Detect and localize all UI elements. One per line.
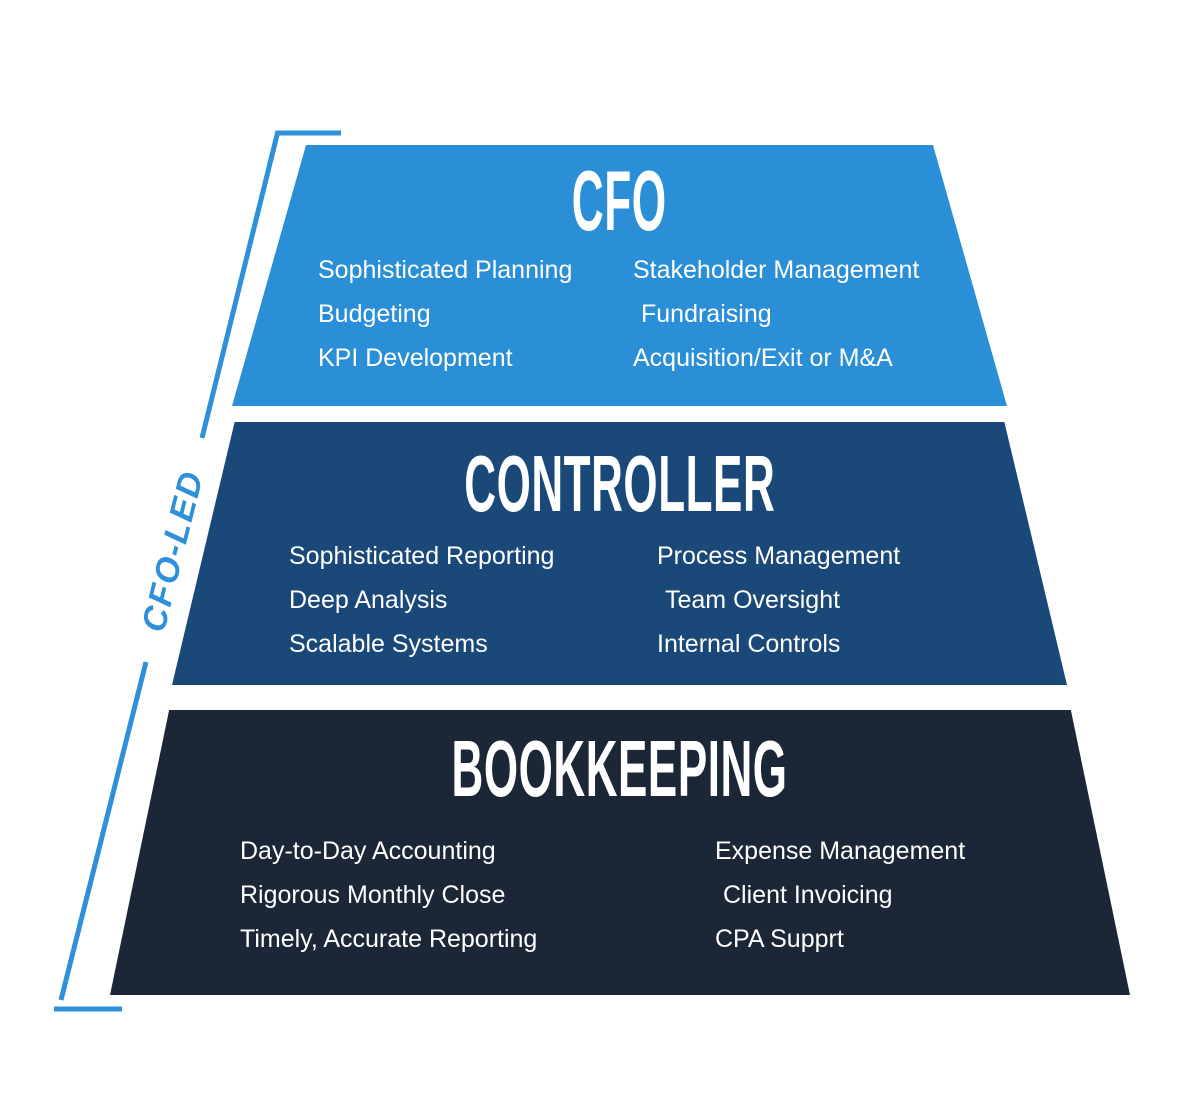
tier-item: Budgeting xyxy=(318,300,431,328)
tier-controller-title-text: CONTROLLER xyxy=(463,439,776,528)
tier-item: Internal Controls xyxy=(657,630,841,658)
tier-bookkeeping-title: BOOKKEEPING xyxy=(110,729,1130,809)
tier-bookkeeping: BOOKKEEPING Day-to-Day Accounting Rigoro… xyxy=(110,710,1130,995)
tier-cfo-title: CFO xyxy=(232,159,1007,244)
tier-controller-right-column: Process Management Team Oversight Intern… xyxy=(657,534,900,666)
tier-item: Fundraising xyxy=(641,300,772,328)
tier-bookkeeping-title-text: BOOKKEEPING xyxy=(451,724,789,813)
tier-item: Stakeholder Management xyxy=(633,256,920,284)
tier-cfo-left-column: Sophisticated Planning Budgeting KPI Dev… xyxy=(318,248,572,380)
tier-bookkeeping-left-column: Day-to-Day Accounting Rigorous Monthly C… xyxy=(240,829,537,961)
tier-item: Day-to-Day Accounting xyxy=(240,837,496,865)
tier-controller-left-column: Sophisticated Reporting Deep Analysis Sc… xyxy=(289,534,554,666)
tier-cfo: CFO Sophisticated Planning Budgeting KPI… xyxy=(232,145,1007,406)
tier-item: Expense Management xyxy=(715,837,966,865)
tier-item: Acquisition/Exit or M&A xyxy=(633,344,893,372)
tier-item: Deep Analysis xyxy=(289,586,448,614)
tier-cfo-title-text: CFO xyxy=(572,154,667,249)
tier-bookkeeping-right-column: Expense Management Client Invoicing CPA … xyxy=(715,829,965,961)
tier-item: Team Oversight xyxy=(665,586,841,614)
tier-item: CPA Supprt xyxy=(715,925,844,953)
tier-item: Process Management xyxy=(657,542,901,570)
tier-item: Sophisticated Reporting xyxy=(289,542,555,570)
tier-item: Sophisticated Planning xyxy=(318,256,573,284)
tier-controller: CONTROLLER Sophisticated Reporting Deep … xyxy=(172,422,1067,685)
tier-item: Client Invoicing xyxy=(723,881,893,909)
tier-item: Timely, Accurate Reporting xyxy=(240,925,538,953)
tier-item: Scalable Systems xyxy=(289,630,488,658)
tier-item: KPI Development xyxy=(318,344,513,372)
tier-item: Rigorous Monthly Close xyxy=(240,881,506,909)
tier-cfo-right-column: Stakeholder Management Fundraising Acqui… xyxy=(633,248,919,380)
tier-controller-title: CONTROLLER xyxy=(172,444,1067,524)
